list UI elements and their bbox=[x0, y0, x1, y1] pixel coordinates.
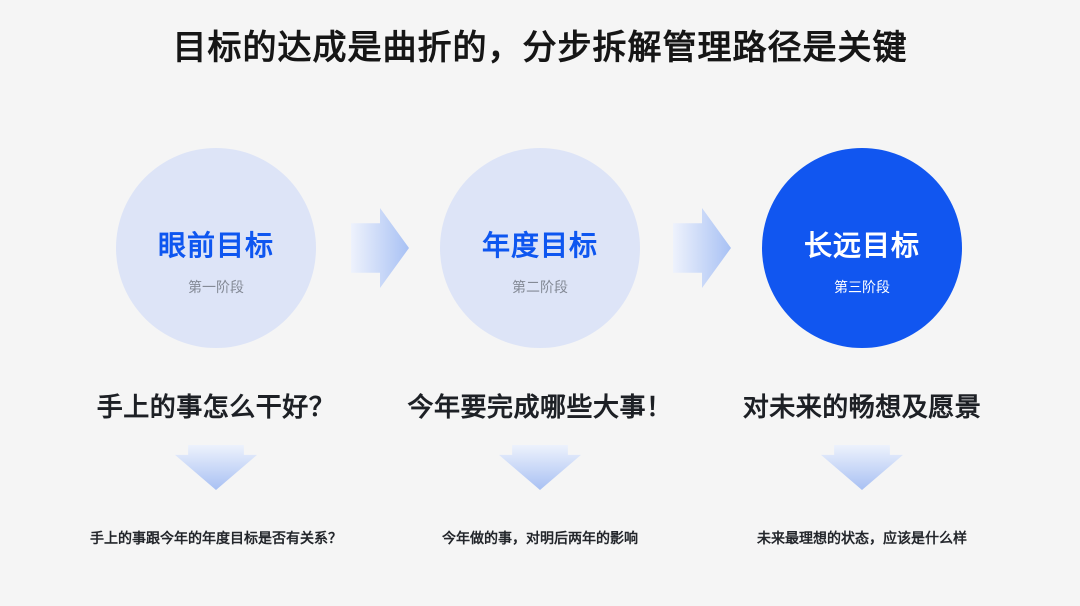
down-arrow-icon bbox=[499, 445, 581, 490]
down-arrow-icon bbox=[821, 445, 903, 490]
stage-name: 眼前目标 bbox=[157, 230, 274, 261]
right-arrow-icon bbox=[351, 208, 409, 288]
stage-name: 长远目标 bbox=[803, 230, 920, 261]
stage-circle-longterm: 长远目标 第三阶段 bbox=[762, 148, 962, 348]
down-arrow-icon bbox=[175, 445, 257, 490]
stage-name: 年度目标 bbox=[481, 230, 598, 261]
right-arrow-icon bbox=[673, 208, 731, 288]
stage-phase: 第二阶段 bbox=[512, 279, 568, 295]
stage-question: 对未来的畅想及愿景 bbox=[742, 392, 982, 422]
stage-caption: 手上的事跟今年的年度目标是否有关系？ bbox=[90, 530, 342, 546]
stage-question: 今年要完成哪些大事！ bbox=[407, 392, 673, 422]
stage-phase: 第三阶段 bbox=[834, 279, 890, 295]
stage-circle-annual: 年度目标 第二阶段 bbox=[440, 148, 640, 348]
stage-circle-immediate: 眼前目标 第一阶段 bbox=[116, 148, 316, 348]
stage-phase: 第一阶段 bbox=[188, 279, 244, 295]
stage-caption: 未来最理想的状态，应该是什么样 bbox=[757, 530, 967, 546]
page-title: 目标的达成是曲折的，分步拆解管理路径是关键 bbox=[172, 29, 908, 67]
stage-caption: 今年做的事，对明后两年的影响 bbox=[442, 530, 638, 546]
stage-question: 手上的事怎么干好？ bbox=[96, 392, 336, 422]
